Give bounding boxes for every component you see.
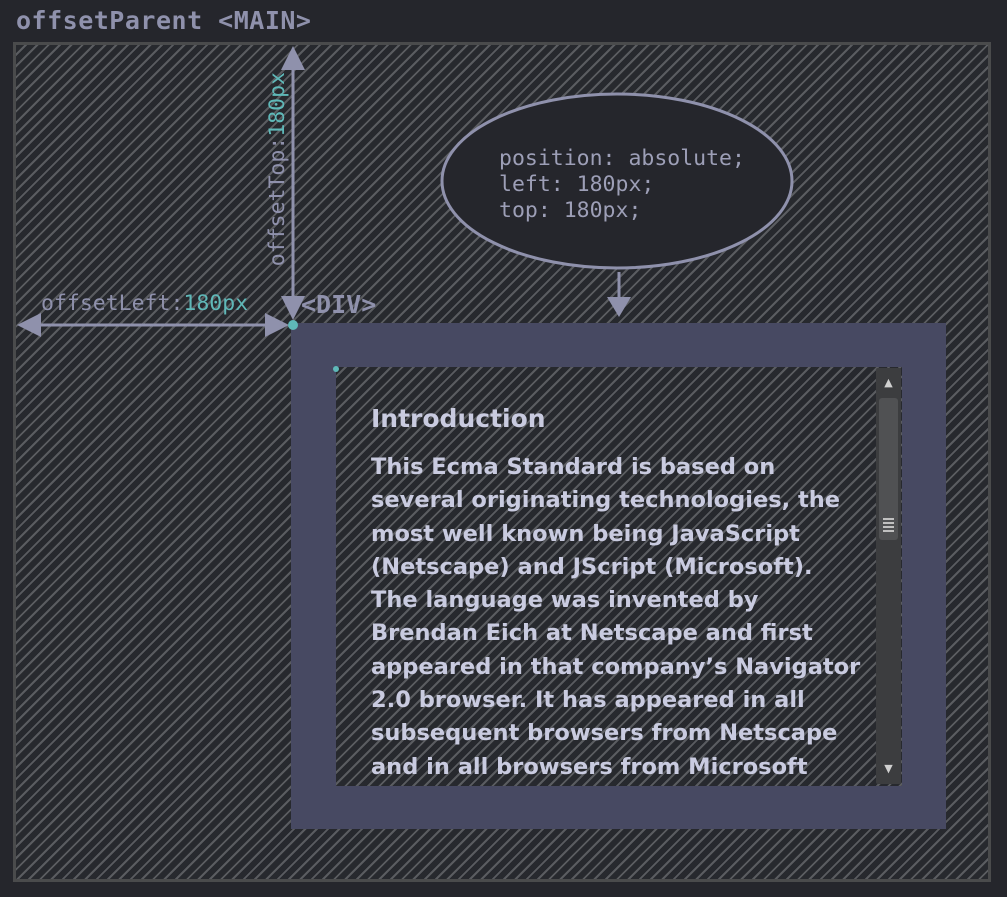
- offset-left-arrowhead-left-icon: [17, 313, 41, 337]
- offset-left-value: 180px: [183, 291, 249, 316]
- content-text-block: Introduction This Ecma Standard is based…: [371, 403, 861, 784]
- offset-left-name: offsetLeft:: [41, 291, 184, 316]
- code-line-position: position: absolute;: [499, 146, 745, 171]
- offset-top-label: offsetTop:180px: [265, 72, 290, 266]
- callout-arrowhead-icon: [607, 297, 631, 317]
- scroll-up-arrow-icon[interactable]: ▲: [884, 376, 893, 389]
- position-code-label: position: absolute;left: 180px;top: 180p…: [499, 146, 745, 224]
- offset-top-name: offsetTop:: [265, 136, 290, 267]
- offset-top-arrowhead-down-icon: [281, 296, 305, 320]
- offset-parent-heading: offsetParent <MAIN>: [16, 6, 312, 35]
- code-line-top: top: 180px;: [499, 198, 642, 223]
- offset-left-label: offsetLeft:180px: [41, 291, 248, 316]
- offset-top-value: 180px: [265, 72, 290, 137]
- code-line-left: left: 180px;: [499, 172, 655, 197]
- scroll-down-arrow-icon[interactable]: ▼: [884, 762, 893, 775]
- code-callout-ellipse: [440, 92, 794, 270]
- offset-left-arrowhead-right-icon: [265, 313, 289, 337]
- scroll-thumb[interactable]: [879, 398, 898, 540]
- vertical-scrollbar[interactable]: ▲ ▼: [876, 368, 901, 784]
- content-paragraph: This Ecma Standard is based on several o…: [371, 454, 861, 780]
- content-title: Introduction: [371, 404, 546, 433]
- offset-top-arrowhead-up-icon: [281, 46, 305, 70]
- div-content-area: Introduction This Ecma Standard is based…: [336, 367, 902, 786]
- grip-icon: [883, 518, 894, 534]
- div-origin-dot: [288, 320, 298, 330]
- div-element-label: <DIV>: [301, 290, 377, 319]
- content-origin-dot: [333, 366, 339, 372]
